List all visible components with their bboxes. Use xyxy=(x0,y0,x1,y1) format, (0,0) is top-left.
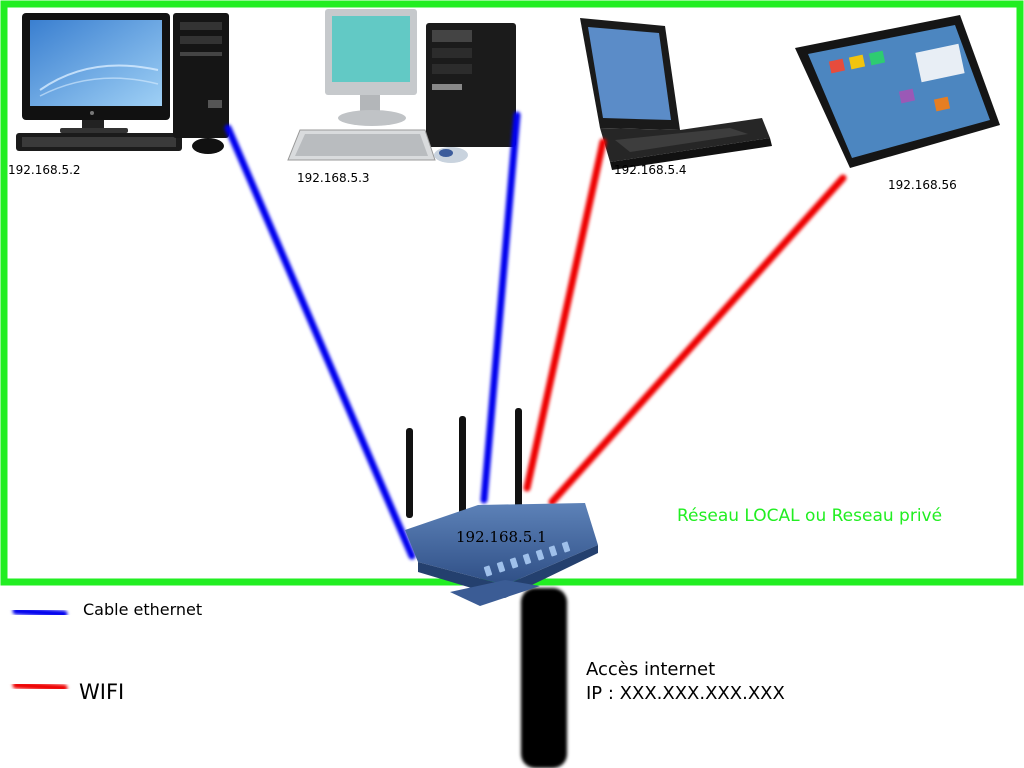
router-antenna xyxy=(406,408,522,518)
router-icon xyxy=(405,503,598,606)
router-ip-label: 192.168.5.1 xyxy=(456,528,547,546)
wifi-link-line xyxy=(548,174,847,506)
legend-ethernet-label: Cable ethernet xyxy=(83,600,203,619)
internet-ip-text: IP : XXX.XXX.XXX.XXX xyxy=(586,683,785,704)
laptop-icon xyxy=(580,18,772,170)
legend-ethernet-swatch xyxy=(12,607,68,618)
device-ip-label: 192.168.5.4 xyxy=(614,163,687,177)
ethernet-cable-line xyxy=(480,111,521,504)
desktop-computer-icon xyxy=(16,13,229,154)
internet-cable xyxy=(521,588,567,768)
tablet-icon xyxy=(795,15,1000,168)
device-ip-label: 192.168.5.2 xyxy=(8,163,81,177)
legend-wifi-swatch xyxy=(12,681,68,692)
internet-access-label: Accès internet IP : XXX.XXX.XXX.XXX xyxy=(586,658,785,706)
local-network-label: Réseau LOCAL ou Reseau privé xyxy=(677,506,943,526)
device-ip-label: 192.168.5.3 xyxy=(297,171,370,185)
device-ip-label: 192.168.56 xyxy=(888,178,957,192)
legend-wifi-label: WIFI xyxy=(79,680,125,704)
desktop-computer-icon xyxy=(287,9,516,163)
ethernet-cable-line xyxy=(224,124,416,560)
internet-access-title: Accès internet xyxy=(586,659,716,680)
wifi-link-line xyxy=(523,138,607,492)
